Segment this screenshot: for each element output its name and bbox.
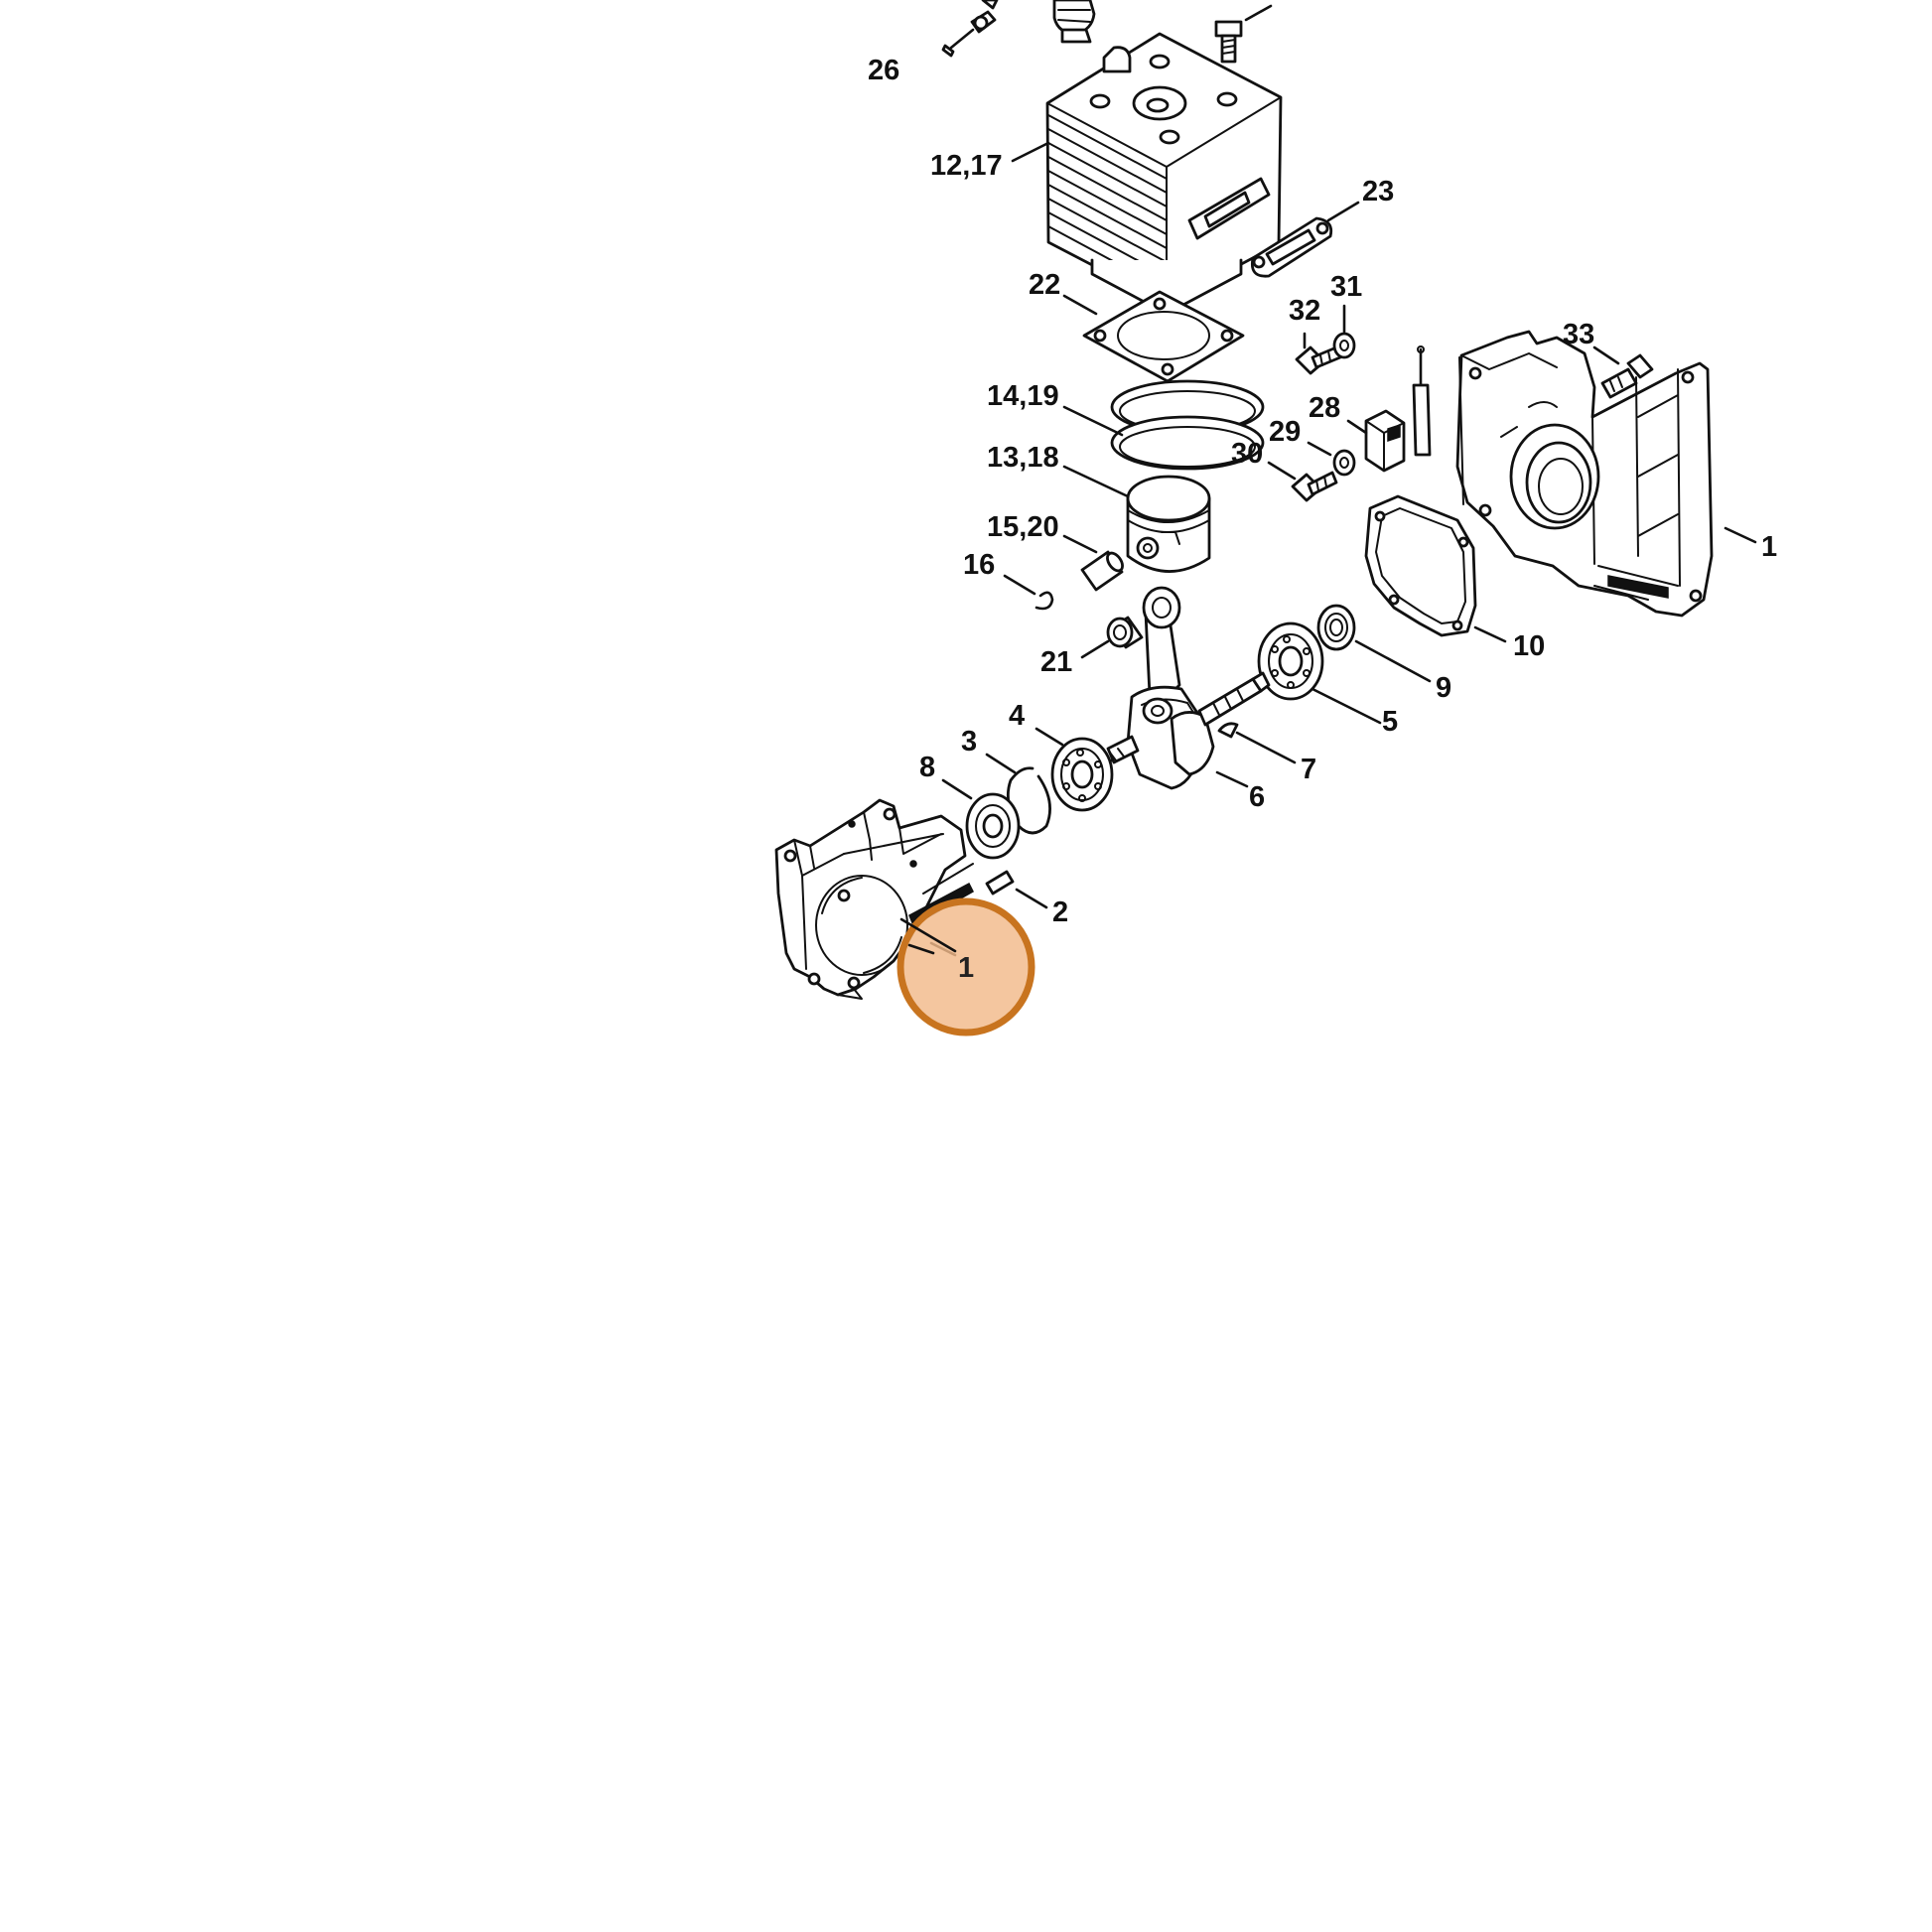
callout-2[interactable]: 2 [1052, 897, 1068, 928]
callout-26[interactable]: 26 [868, 55, 899, 86]
callout-5[interactable]: 5 [1382, 706, 1398, 738]
callout-1-right[interactable]: 1 [1761, 531, 1777, 563]
callout-30[interactable]: 30 [1231, 438, 1263, 470]
callout-16[interactable]: 16 [963, 549, 995, 581]
highlight-marker[interactable] [897, 897, 1035, 1036]
callout-4[interactable]: 4 [1009, 700, 1025, 732]
callout-21[interactable]: 21 [1040, 646, 1072, 678]
part-14-19-piston-rings[interactable] [1062, 379, 1265, 471]
part-30-screw[interactable] [1267, 461, 1338, 502]
callout-22[interactable]: 22 [1029, 269, 1060, 301]
callout-1-highlighted[interactable]: 1 [958, 952, 974, 984]
part-7-woodruff-key[interactable] [1217, 722, 1297, 764]
part-8-oil-seal[interactable] [941, 778, 1021, 860]
part-29-washer[interactable] [1307, 441, 1356, 477]
part-33-screw[interactable] [1592, 345, 1654, 399]
callout-15-20[interactable]: 15,20 [987, 511, 1059, 543]
part-22-cylinder-gasket[interactable] [1062, 290, 1245, 383]
callout-31[interactable]: 31 [1330, 271, 1362, 303]
part-2-dowel-pin[interactable] [985, 870, 1048, 909]
callout-8[interactable]: 8 [919, 752, 935, 783]
part-16-circlip[interactable] [1003, 574, 1054, 611]
callout-3[interactable]: 3 [961, 726, 977, 758]
part-1-crankcase-right[interactable] [1455, 330, 1757, 618]
callout-29[interactable]: 29 [1269, 416, 1301, 448]
callout-9[interactable]: 9 [1436, 672, 1451, 704]
callout-32[interactable]: 32 [1289, 295, 1320, 327]
spark-plug-part[interactable] [1052, 0, 1096, 44]
callout-6[interactable]: 6 [1249, 781, 1265, 813]
part-28-ignition-module[interactable] [1346, 409, 1406, 473]
part-4-ball-bearing[interactable] [1035, 727, 1114, 812]
callout-28[interactable]: 28 [1309, 392, 1340, 424]
callout-23[interactable]: 23 [1362, 176, 1394, 207]
small-connector-part[interactable] [981, 0, 999, 10]
part-21-needle-cage[interactable] [1080, 616, 1144, 659]
part-5-ball-bearing[interactable] [1257, 621, 1382, 725]
part-26-wire-plug[interactable] [941, 10, 997, 58]
part-12-17-cylinder[interactable] [1011, 32, 1283, 316]
part-32-screw[interactable] [1295, 332, 1342, 375]
callout-12-17[interactable]: 12,17 [930, 150, 1003, 182]
callout-14-19[interactable]: 14,19 [987, 380, 1059, 412]
ignition-wire [1412, 345, 1432, 457]
part-15-20-piston-pin[interactable] [1062, 534, 1126, 592]
part-6-crankshaft[interactable] [1094, 586, 1271, 790]
part-13-18-piston[interactable] [1062, 465, 1211, 573]
callout-13-18[interactable]: 13,18 [987, 442, 1059, 474]
callout-7[interactable]: 7 [1301, 754, 1316, 785]
part-9-oil-seal[interactable] [1316, 604, 1432, 683]
part-10-crankcase-gasket[interactable] [1364, 494, 1507, 643]
screw-top-right[interactable] [1214, 4, 1273, 64]
part-23-exhaust-gasket[interactable] [1250, 201, 1360, 278]
callout-33[interactable]: 33 [1563, 319, 1594, 350]
callout-10[interactable]: 10 [1513, 630, 1545, 662]
part-31-washer[interactable] [1332, 304, 1356, 359]
